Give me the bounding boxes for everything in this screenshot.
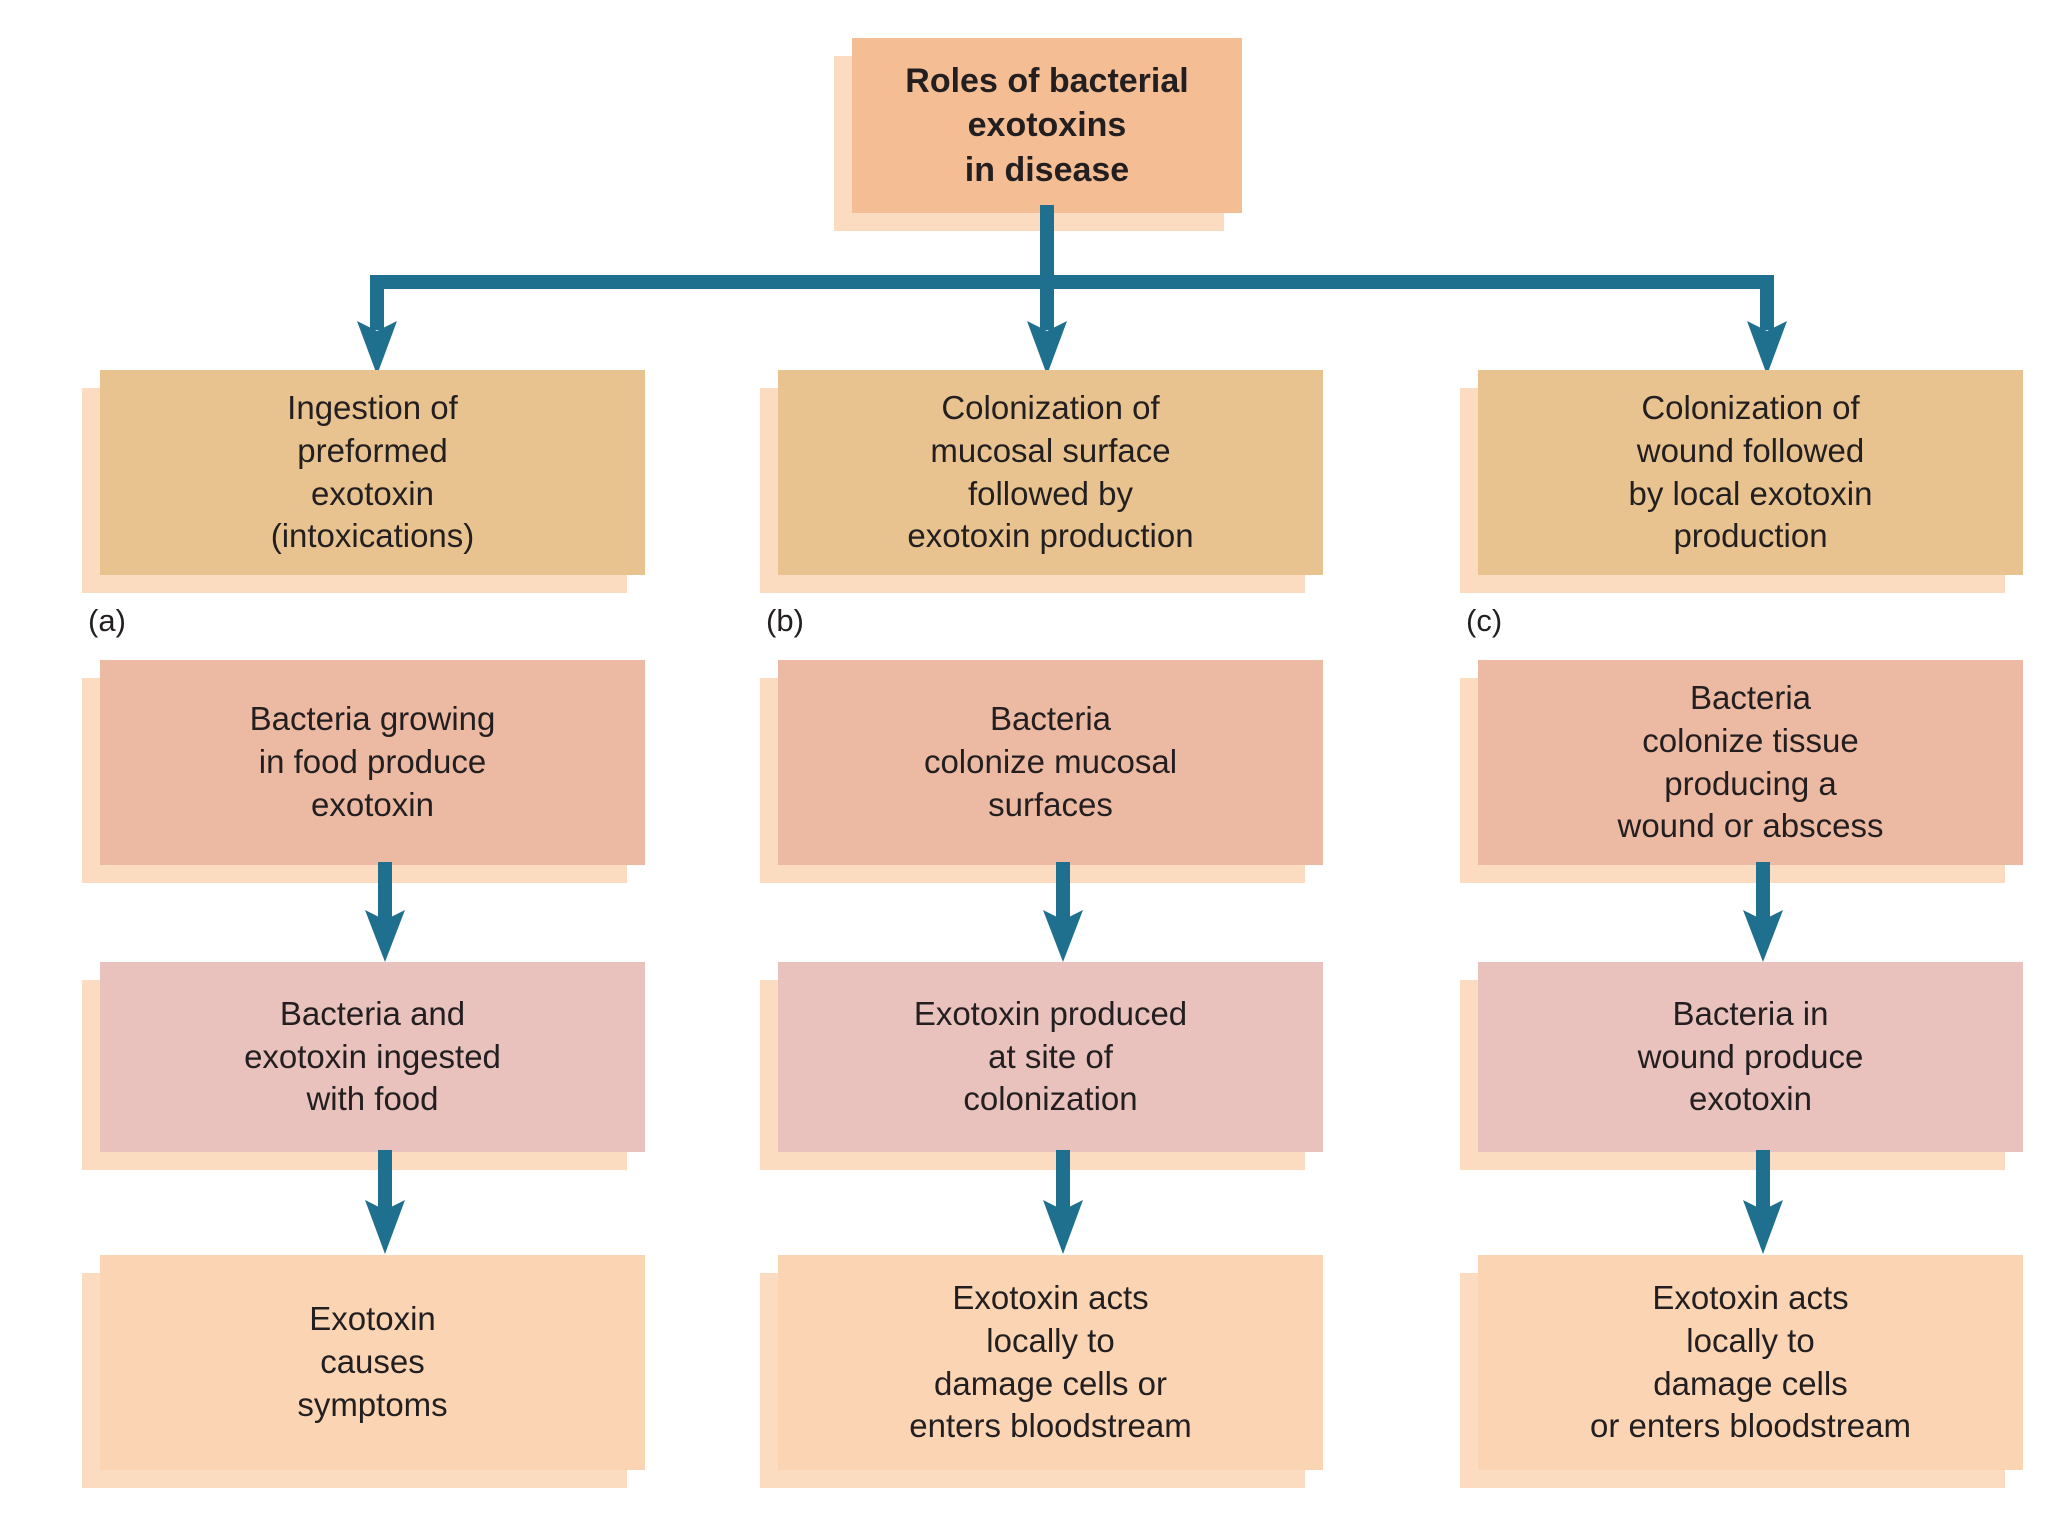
node-b-step-1: Colonization of mucosal surface followed…: [760, 370, 1323, 593]
node-a-step-2-face: Bacteria growing in food produce exotoxi…: [100, 660, 645, 865]
node-b-step-2-face: Bacteria colonize mucosal surfaces: [778, 660, 1323, 865]
node-c-step-4-face: Exotoxin acts locally to damage cells or…: [1478, 1255, 2023, 1470]
node-c-step-1-face: Colonization of wound followed by local …: [1478, 370, 2023, 575]
node-a-step-4-face: Exotoxin causes symptoms: [100, 1255, 645, 1470]
node-a-step-1-face: Ingestion of preformed exotoxin (intoxic…: [100, 370, 645, 575]
node-c-step-3-face: Bacteria in wound produce exotoxin: [1478, 962, 2023, 1152]
caption-c: (c): [1466, 603, 1503, 638]
node-a-step-2: Bacteria growing in food produce exotoxi…: [82, 660, 645, 883]
node-b-step-3-face: Exotoxin produced at site of colonizatio…: [778, 962, 1323, 1152]
node-b-step-4: Exotoxin acts locally to damage cells or…: [760, 1255, 1323, 1488]
node-b-step-2: Bacteria colonize mucosal surfaces: [760, 660, 1323, 883]
caption-b: (b): [766, 603, 804, 638]
node-c-step-3: Bacteria in wound produce exotoxin: [1460, 962, 2023, 1170]
node-b-step-4-face: Exotoxin acts locally to damage cells or…: [778, 1255, 1323, 1470]
node-c-step-2: Bacteria colonize tissue producing a wou…: [1460, 660, 2023, 883]
node-b-step-3: Exotoxin produced at site of colonizatio…: [760, 962, 1323, 1170]
node-a-step-3-face: Bacteria and exotoxin ingested with food: [100, 962, 645, 1152]
caption-a: (a): [88, 603, 126, 638]
node-c-step-1: Colonization of wound followed by local …: [1460, 370, 2023, 593]
node-a-step-3: Bacteria and exotoxin ingested with food: [82, 962, 645, 1170]
node-title-face: Roles of bacterial exotoxins in disease: [852, 38, 1242, 213]
node-c-step-4: Exotoxin acts locally to damage cells or…: [1460, 1255, 2023, 1488]
node-b-step-1-face: Colonization of mucosal surface followed…: [778, 370, 1323, 575]
node-a-step-1: Ingestion of preformed exotoxin (intoxic…: [82, 370, 645, 593]
node-c-step-2-face: Bacteria colonize tissue producing a wou…: [1478, 660, 2023, 865]
connector-title-to-branches: [0, 205, 2048, 385]
node-title: Roles of bacterial exotoxins in disease: [834, 38, 1242, 231]
node-a-step-4: Exotoxin causes symptoms: [82, 1255, 645, 1488]
